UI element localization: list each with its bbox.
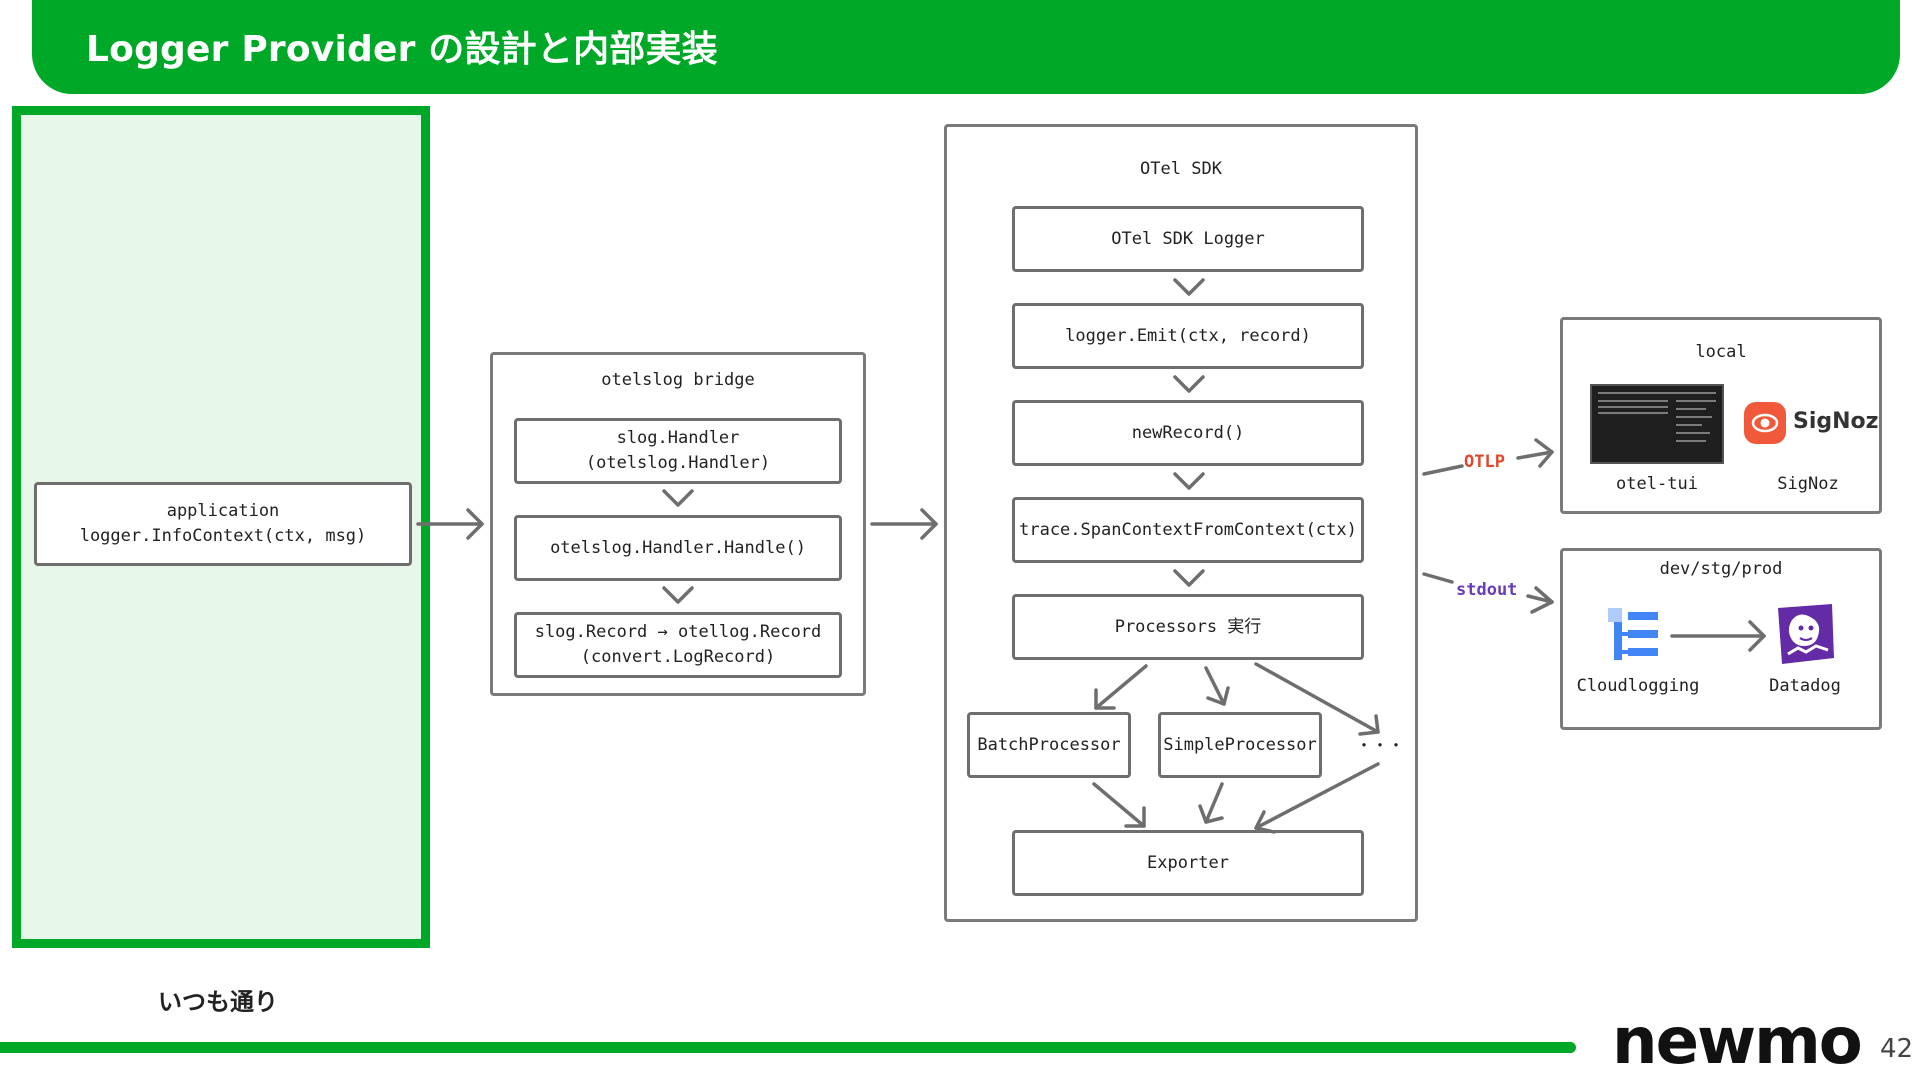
- sdk-title: OTel SDK: [1140, 159, 1222, 179]
- cloudlogging-label: Cloudlogging: [1576, 676, 1700, 696]
- local-title: local: [1695, 342, 1747, 362]
- arrow-spancontext-to-processors: [1173, 569, 1205, 587]
- otel-tui-screenshot: [1590, 384, 1724, 464]
- processors-box: Processors 実行: [1012, 594, 1364, 660]
- otel-tui-label: otel-tui: [1616, 474, 1698, 494]
- arrow-cloudlogging-to-datadog: [1670, 620, 1766, 652]
- exporter-label: Exporter: [1147, 852, 1229, 873]
- arrow-processors-to-others: [1254, 662, 1380, 736]
- arrow-logger-to-emit: [1173, 278, 1205, 296]
- sdk-logger-box: OTel SDK Logger: [1012, 206, 1364, 272]
- more-processors-ellipsis: ・・・: [1355, 736, 1404, 755]
- batch-processor-box: BatchProcessor: [967, 712, 1131, 778]
- arrow-app-to-bridge: [416, 508, 484, 540]
- slide-title: Logger Provider の設計と内部実装: [86, 29, 718, 70]
- span-context-box: trace.SpanContextFromContext(ctx): [1012, 497, 1364, 563]
- footer-rule: [0, 1042, 1576, 1053]
- bridge-title: otelslog bridge: [601, 370, 755, 390]
- logger-emit-box: logger.Emit(ctx, record): [1012, 303, 1364, 369]
- simple-processor-box: SimpleProcessor: [1158, 712, 1322, 778]
- batch-processor-label: BatchProcessor: [977, 734, 1121, 755]
- stdout-edge-label: stdout: [1456, 580, 1518, 600]
- slog-handler-box: slog.Handler (otelslog.Handler): [514, 418, 842, 484]
- arrow-simple-to-exporter: [1198, 782, 1224, 824]
- cloudlogging-icon: [1608, 608, 1658, 660]
- arrow-handler-to-handle: [662, 489, 694, 507]
- record-convert-box: slog.Record → otellog.Record (convert.Lo…: [514, 612, 842, 678]
- logger-emit-label: logger.Emit(ctx, record): [1065, 325, 1311, 346]
- span-context-label: trace.SpanContextFromContext(ctx): [1019, 519, 1357, 540]
- handler-handle-box: otelslog.Handler.Handle(): [514, 515, 842, 581]
- signoz-wordmark: SigNoz: [1793, 409, 1879, 434]
- arrow-emit-to-newrecord: [1173, 375, 1205, 393]
- env-title: dev/stg/prod: [1659, 559, 1783, 579]
- signoz-label: SigNoz: [1777, 474, 1839, 494]
- exporter-box: Exporter: [1012, 830, 1364, 896]
- record-convert-line2: (convert.LogRecord): [580, 647, 776, 667]
- page-number: 42: [1880, 1034, 1914, 1064]
- arrow-handle-to-record: [662, 586, 694, 604]
- application-label: application: [166, 501, 280, 522]
- handler-handle-label: otelslog.Handler.Handle(): [550, 537, 806, 558]
- arrow-sdk-to-env: [1422, 572, 1554, 614]
- arrow-others-to-exporter: [1254, 762, 1380, 834]
- arrow-processors-to-simple: [1204, 666, 1230, 706]
- application-call: logger.InfoContext(ctx, msg): [79, 526, 367, 546]
- signoz-logo-icon: [1744, 402, 1786, 444]
- header-bar: Logger Provider の設計と内部実装: [32, 0, 1900, 94]
- sdk-logger-label: OTel SDK Logger: [1111, 228, 1265, 249]
- processors-label: Processors 実行: [1114, 616, 1262, 637]
- arrow-sdk-to-local: [1422, 438, 1554, 476]
- application-box: application logger.InfoContext(ctx, msg): [34, 482, 412, 566]
- new-record-label: newRecord(): [1131, 422, 1245, 443]
- arrow-bridge-to-sdk: [870, 508, 938, 540]
- slog-handler-line1: slog.Handler: [616, 428, 740, 449]
- arrow-processors-to-batch: [1094, 664, 1148, 710]
- newmo-logo: newmo: [1612, 1005, 1863, 1079]
- otlp-edge-label: OTLP: [1464, 452, 1505, 472]
- slog-handler-line2: (otelslog.Handler): [585, 453, 771, 473]
- new-record-box: newRecord(): [1012, 400, 1364, 466]
- highlight-caption: いつも通り: [158, 988, 278, 1016]
- arrow-batch-to-exporter: [1092, 782, 1146, 828]
- datadog-label: Datadog: [1769, 676, 1841, 696]
- arrow-newrecord-to-spancontext: [1173, 472, 1205, 490]
- simple-processor-label: SimpleProcessor: [1163, 734, 1317, 755]
- datadog-icon: [1778, 604, 1834, 664]
- record-convert-line1: slog.Record → otellog.Record: [534, 622, 822, 643]
